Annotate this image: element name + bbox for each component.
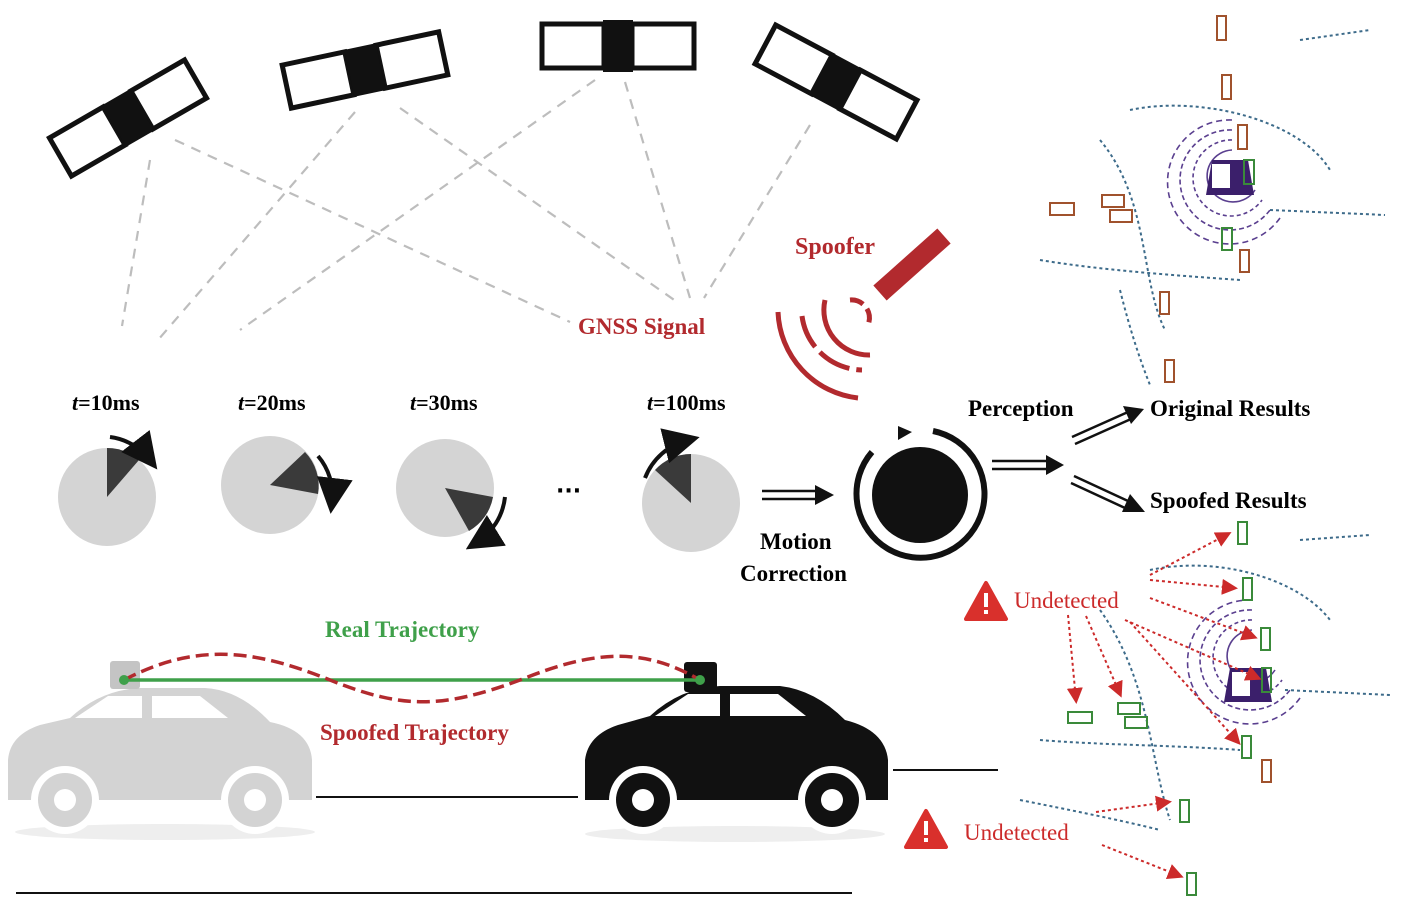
scan-time-label: t=20ms [238, 390, 306, 415]
lidar-scan-pie [58, 430, 158, 546]
motion-correction-label-2: Correction [740, 561, 847, 586]
trajectory-start-point [119, 675, 129, 685]
real-trajectory-label: Real Trajectory [325, 617, 480, 642]
car-icon [8, 661, 315, 840]
scan-time-label: t=30ms [410, 390, 478, 415]
lidar-scan-pie [221, 436, 353, 534]
lidar-pointcloud-original [1039, 15, 1386, 386]
original-results-label: Original Results [1150, 396, 1310, 421]
ellipsis: ··· [556, 479, 581, 504]
satellite-icon [279, 28, 451, 112]
trajectory-end-point [695, 675, 705, 685]
ground-lines [16, 769, 998, 894]
car-icon [585, 662, 888, 842]
lidar-scan-pie [642, 428, 740, 552]
satellite-icon [46, 56, 210, 180]
scan-time-label: t=100ms [647, 390, 726, 415]
spoofed-trajectory-line [123, 652, 701, 704]
warning-icon [964, 581, 1008, 621]
perception-arrows [992, 406, 1145, 512]
perception-label: Perception [968, 396, 1074, 421]
spoofer-antenna-icon [775, 228, 951, 401]
undetected-label-2: Undetected [964, 820, 1069, 845]
undetected-label-1: Undetected [1014, 588, 1119, 613]
warning-icon [904, 809, 948, 849]
scan-time-labels: t=10ms t=20ms t=30ms t=100ms [72, 390, 726, 415]
undetected-pointer-arrows [1066, 532, 1262, 880]
spoofer-label: Spoofer [795, 234, 875, 260]
gnss-signal-lines [120, 79, 811, 341]
lidar-scan-pie [396, 439, 507, 550]
spoofed-results-label: Spoofed Results [1150, 488, 1307, 513]
satellite-icon [751, 21, 921, 143]
gnss-signal-label: GNSS Signal [578, 314, 705, 339]
lidar-pointcloud-spoofed [1019, 521, 1391, 896]
corrected-scan-icon [853, 426, 988, 561]
scan-time-label: t=10ms [72, 390, 140, 415]
motion-correction-label-1: Motion [760, 529, 832, 554]
satellite-icon [539, 20, 697, 72]
motion-correction-arrow [762, 485, 834, 505]
spoofed-trajectory-label: Spoofed Trajectory [320, 720, 509, 745]
